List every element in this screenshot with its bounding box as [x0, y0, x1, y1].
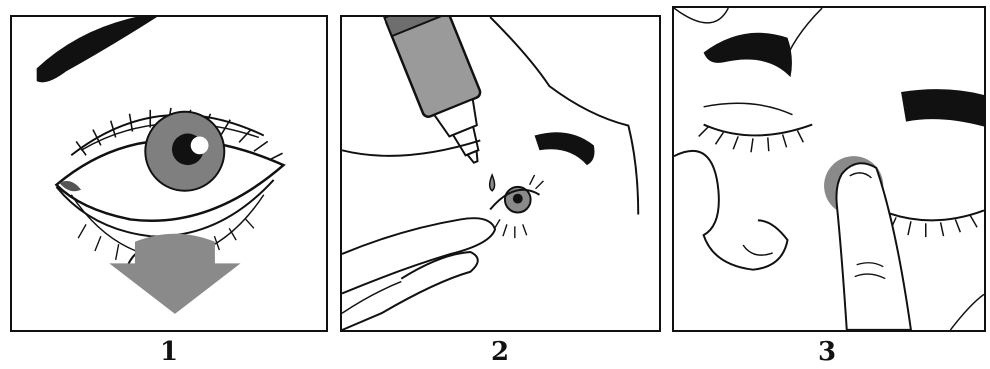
press-tear-duct-icon [674, 8, 984, 330]
step-2-panel [340, 15, 661, 332]
step-3-panel [672, 6, 986, 332]
step-1-number: 1 [139, 337, 199, 367]
step-3-number: 3 [797, 337, 857, 367]
step-1-panel [10, 15, 328, 332]
apply-eye-drop-icon [342, 17, 659, 330]
pull-lower-eyelid-icon [12, 17, 326, 330]
step-2-number: 2 [470, 337, 530, 367]
